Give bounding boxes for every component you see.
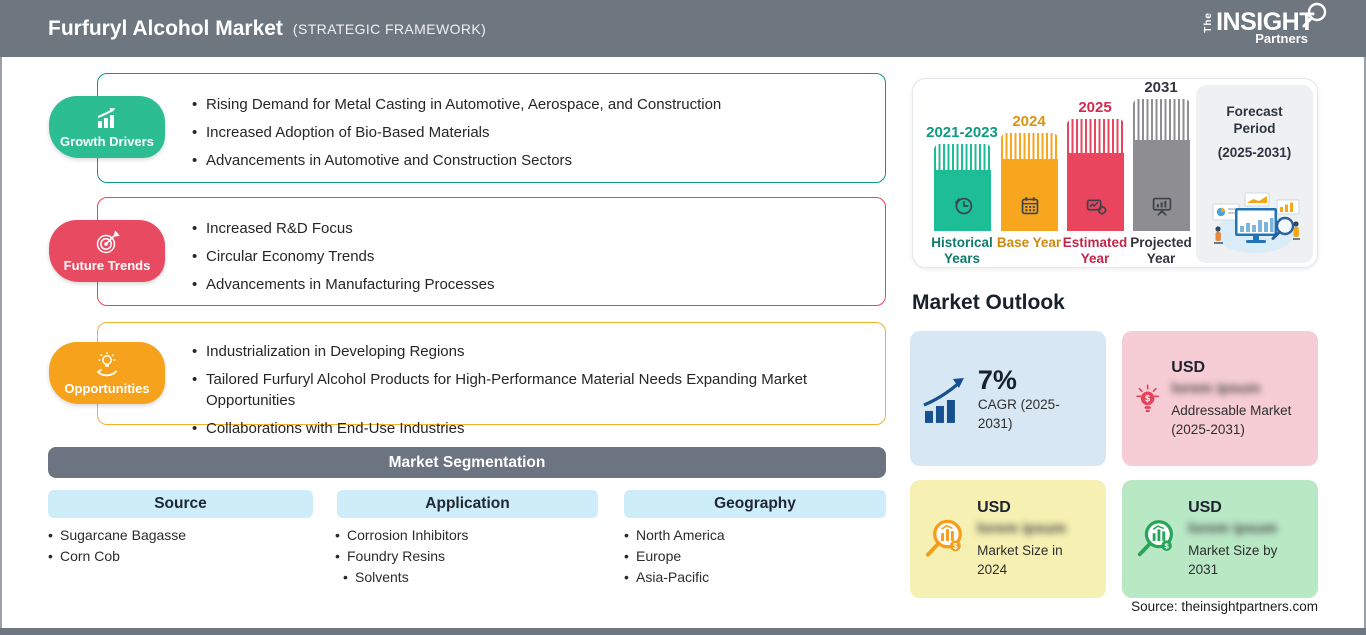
cagr-value: 7% [977, 364, 1017, 395]
forecast-period-panel: Forecast Period (2025-2031) [1196, 85, 1313, 263]
forecast-period-range: (2025-2031) [1217, 145, 1292, 160]
analytics-illustration [1212, 192, 1300, 253]
source-list: Sugarcane Bagasse Corn Cob [48, 525, 186, 567]
magnifier-logo-icon [1302, 2, 1327, 28]
list-item: Circular Economy Trends [192, 246, 861, 267]
company-logo: The INSIGHT Partners [1203, 2, 1327, 46]
magnifier-chart-icon: $ [925, 519, 962, 557]
badge-label: Opportunities [64, 380, 150, 396]
addressable-market-card: $ USD lorem ipsum Addressable Market (20… [1122, 331, 1318, 466]
growth-drivers-badge: Growth Drivers [49, 96, 165, 158]
column-header-geography: Geography [624, 490, 886, 518]
future-trends-badge: Future Trends [49, 220, 165, 282]
currency-label: USD [1188, 499, 1222, 516]
page-subtitle: (STRATEGIC FRAMEWORK) [292, 20, 487, 37]
list-item: Increased Adoption of Bio-Based Material… [192, 122, 861, 143]
market-size-2024-card: $ USD lorem ipsum Market Size in 2024 [910, 480, 1106, 598]
opportunities-list: Industrialization in Developing Regions … [98, 323, 885, 439]
list-item: Corrosion Inhibitors [335, 525, 468, 546]
market-size-2031-card: $ USD lorem ipsum Market Size by 2031 [1122, 480, 1318, 598]
growth-drivers-box: Rising Demand for Metal Casting in Autom… [97, 73, 886, 183]
future-trends-list: Increased R&D Focus Circular Economy Tre… [98, 198, 885, 295]
bulb-dollar-icon: $ [1136, 384, 1160, 412]
future-trends-box: Increased R&D Focus Circular Economy Tre… [97, 197, 886, 306]
bar-caption: Projected Year [1130, 235, 1192, 266]
cagr-card: 7% CAGR (2025-2031) [910, 331, 1106, 466]
opportunities-box: Industrialization in Developing Regions … [97, 322, 886, 439]
market-segmentation-bar: Market Segmentation [48, 447, 886, 478]
column-header-application: Application [337, 490, 598, 518]
application-list: Corrosion Inhibitors Foundry Resins Solv… [335, 525, 468, 588]
list-item: Foundry Resins [335, 546, 468, 567]
badge-label: Future Trends [63, 258, 151, 273]
clock-history-icon [954, 197, 972, 215]
logo-partners-text: Partners [1255, 31, 1308, 46]
presentation-icon [1152, 197, 1171, 216]
card-label: Addressable Market (2025-2031) [1171, 402, 1292, 437]
page-title: Furfuryl Alcohol Market [48, 16, 283, 40]
currency-label: USD [977, 499, 1011, 516]
target-dart-icon [96, 230, 119, 254]
redacted-value: lorem ipsum [977, 520, 1067, 537]
year-label: 2024 [1012, 113, 1046, 130]
bar-stripes [1067, 119, 1124, 153]
redacted-value: lorem ipsum [1188, 520, 1278, 537]
timeline-panel: 2021-2023 2024 2025 2031 [912, 78, 1318, 268]
svg-text:$: $ [1164, 542, 1169, 551]
growth-chart-icon [923, 377, 964, 423]
redacted-value: lorem ipsum [1171, 379, 1261, 397]
forecast-period-title: Forecast Period [1226, 104, 1283, 136]
bar-stripes [1001, 133, 1058, 159]
bar-stripes [934, 144, 991, 170]
list-item: Solvents [343, 567, 468, 588]
currency-label: USD [1171, 358, 1206, 376]
right-frame-line [1364, 57, 1366, 628]
estimated-year-bar [1067, 119, 1124, 231]
left-frame-line [0, 57, 2, 628]
projected-year-bar [1133, 99, 1190, 231]
list-item: Advancements in Manufacturing Processes [192, 274, 861, 295]
bottom-bar [0, 628, 1366, 635]
year-label: 2031 [1144, 79, 1178, 96]
growth-drivers-list: Rising Demand for Metal Casting in Autom… [98, 74, 885, 171]
svg-text:$: $ [1145, 393, 1150, 403]
list-item: Industrialization in Developing Regions [192, 341, 861, 362]
year-label: 2025 [1078, 99, 1112, 116]
market-outlook-title: Market Outlook [912, 291, 1065, 314]
list-item: Asia-Pacific [624, 567, 725, 588]
bar-chart-up-icon [97, 107, 116, 128]
bar-caption: Historical Years [931, 235, 993, 266]
logo-insight-text: INSIGHT [1216, 8, 1314, 36]
list-item: Collaborations with End-Use Industries [192, 418, 861, 439]
bar-stripes [1133, 99, 1190, 140]
column-header-source: Source [48, 490, 313, 518]
list-item: Sugarcane Bagasse [48, 525, 186, 546]
header-bar: Furfuryl Alcohol Market (STRATEGIC FRAME… [0, 0, 1366, 57]
list-item: Rising Demand for Metal Casting in Autom… [192, 94, 861, 115]
bulb-hand-icon [97, 351, 117, 376]
cagr-label: CAGR (2025-2031) [977, 396, 1060, 431]
analytics-gear-icon [1086, 199, 1107, 215]
opportunities-badge: Opportunities [49, 342, 165, 404]
list-item: Increased R&D Focus [192, 218, 861, 239]
magnifier-chart-icon: $ [1137, 520, 1173, 557]
logo-the-text: The [1203, 12, 1215, 33]
badge-label: Growth Drivers [60, 133, 154, 149]
year-label: 2021-2023 [926, 124, 998, 141]
source-attribution: Source: theinsightpartners.com [1131, 599, 1318, 614]
bar-caption: Estimated Year [1062, 235, 1128, 266]
bar-caption: Base Year [996, 235, 1062, 250]
list-item: Tailored Furfuryl Alcohol Products for H… [192, 369, 861, 411]
svg-text:$: $ [953, 542, 958, 551]
historical-years-bar [934, 144, 991, 231]
list-item: Europe [624, 546, 725, 567]
list-item: Advancements in Automotive and Construct… [192, 150, 861, 171]
base-year-bar [1001, 133, 1058, 231]
list-item: North America [624, 525, 725, 546]
geography-list: North America Europe Asia-Pacific [624, 525, 725, 588]
calendar-icon [1021, 197, 1038, 215]
card-label: Market Size in 2024 [977, 543, 1063, 577]
list-item: Corn Cob [48, 546, 186, 567]
card-label: Market Size by 2031 [1188, 543, 1278, 577]
